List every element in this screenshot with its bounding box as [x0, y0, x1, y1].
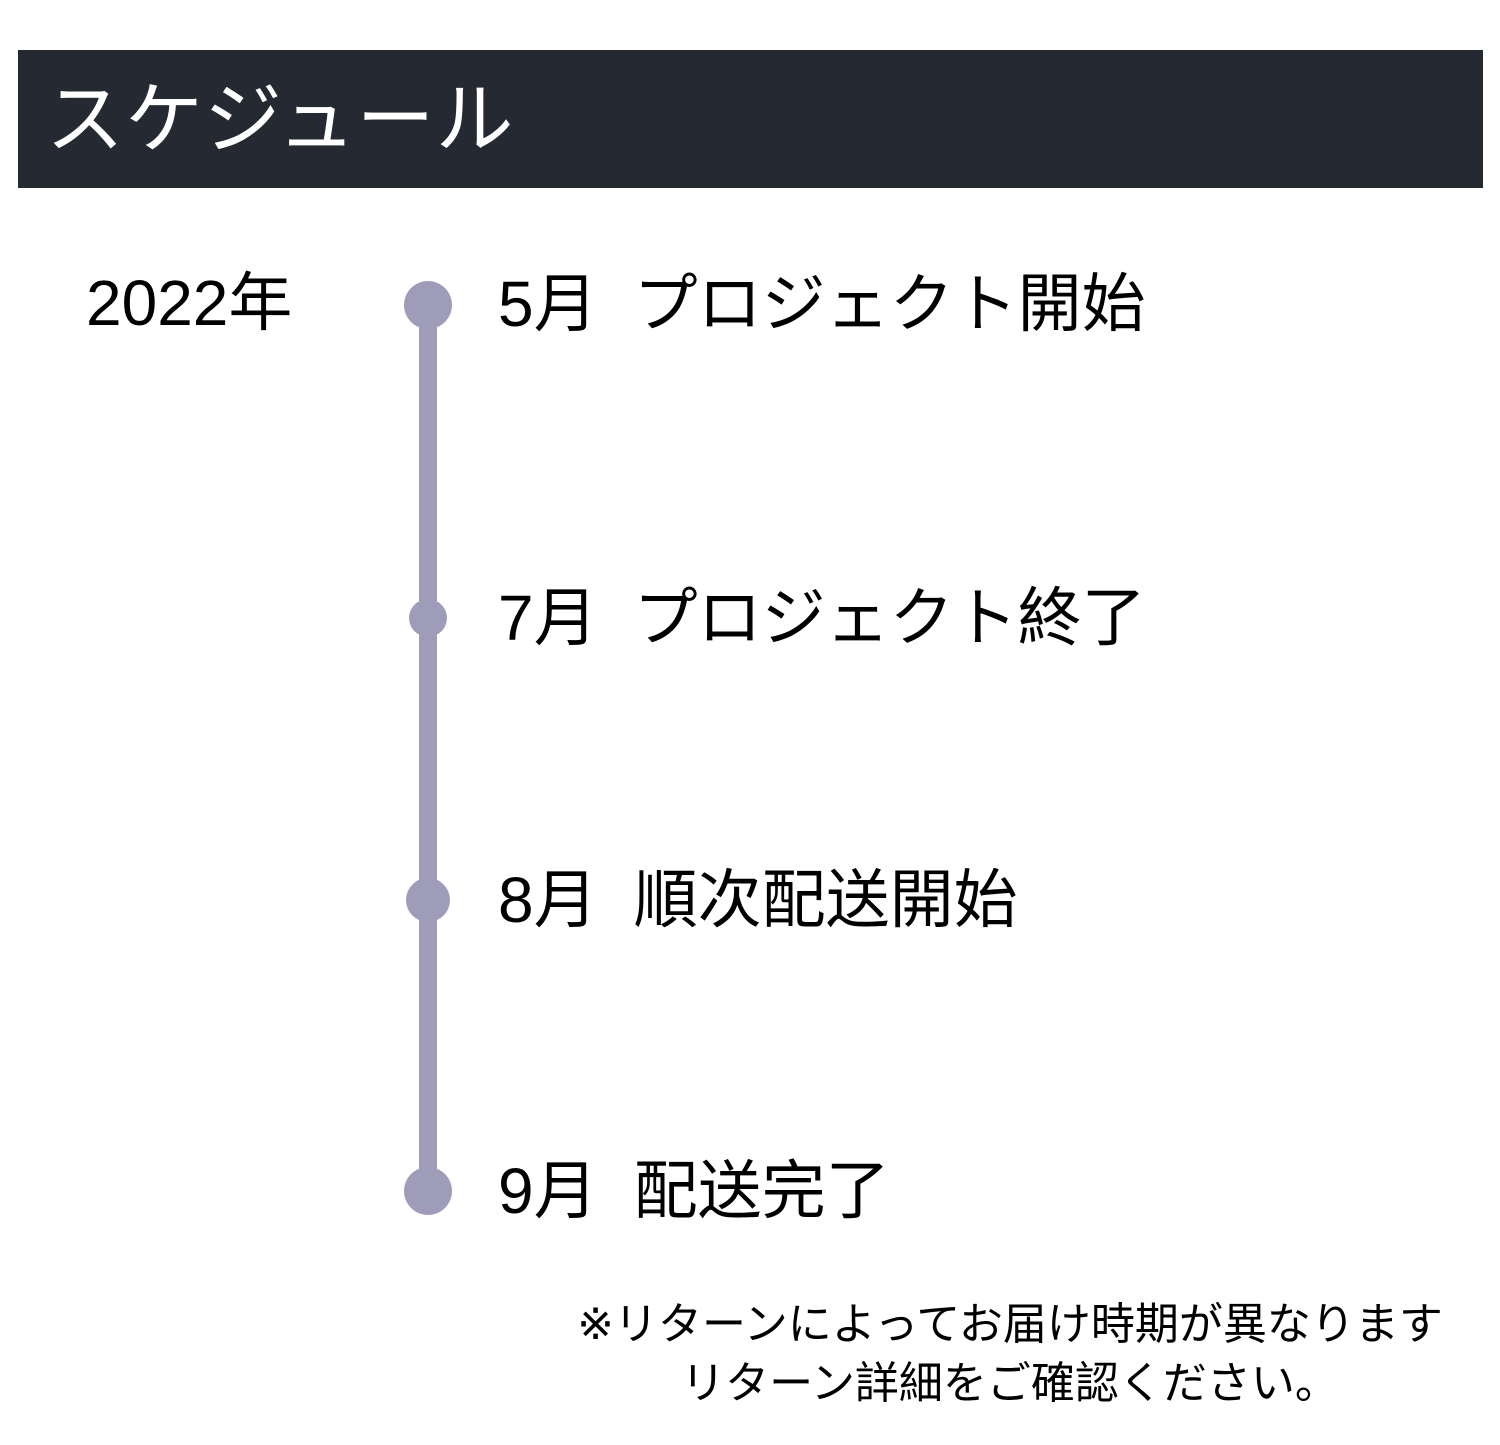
timeline-item-2: 7月プロジェクト終了 [498, 586, 1146, 650]
section-header-bar: スケジュール [18, 50, 1483, 188]
timeline-track-line [419, 290, 437, 1195]
footnote-line-1: ※リターンによってお届け時期が異なります [577, 1300, 1443, 1349]
timeline-item-3: 8月順次配送開始 [498, 868, 1018, 932]
footnote-note: ※リターンによってお届け時期が異なります リターン詳細をご確認ください。 [560, 1295, 1460, 1414]
timeline-item-month: 8月 [498, 864, 598, 936]
timeline-item-4: 9月配送完了 [498, 1159, 890, 1223]
timeline-item-month: 5月 [498, 268, 598, 340]
page-title: スケジュール [46, 75, 515, 163]
timeline-item-description: プロジェクト開始 [633, 268, 1146, 340]
timeline-item-month: 7月 [498, 582, 598, 654]
footnote-line-2: リターン詳細をご確認ください。 [681, 1359, 1339, 1409]
timeline-item-description: プロジェクト終了 [633, 582, 1146, 654]
timeline-item-1: 5月プロジェクト開始 [498, 272, 1146, 336]
timeline-item-description: 配送完了 [633, 1155, 890, 1227]
timeline-dot-1 [404, 281, 452, 329]
timeline-dot-3 [406, 878, 450, 922]
timeline-dot-4 [404, 1167, 452, 1215]
timeline-item-description: 順次配送開始 [633, 864, 1018, 936]
timeline-year-label: 2022年 [86, 267, 293, 339]
timeline-dot-2 [409, 599, 447, 637]
timeline-item-month: 9月 [498, 1155, 598, 1227]
